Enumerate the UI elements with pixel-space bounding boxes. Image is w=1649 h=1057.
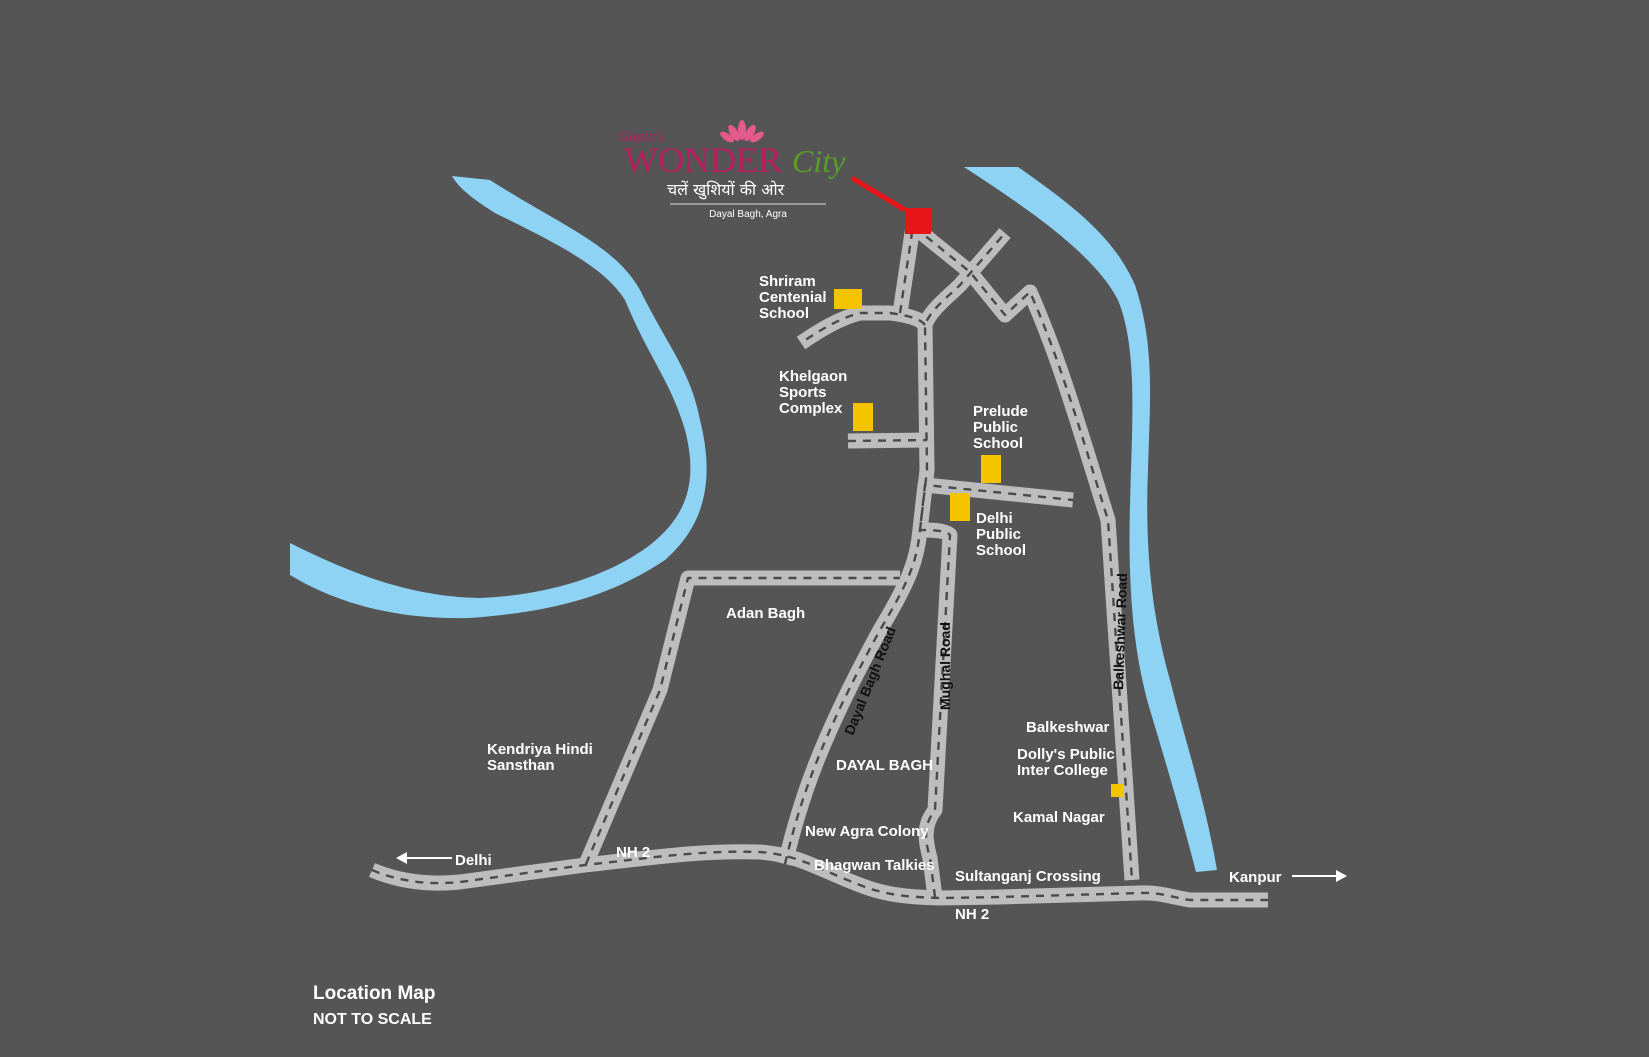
label-delhi-public-school: Delhi Public School (976, 510, 1026, 559)
logo-brand-main: WONDER (624, 140, 782, 180)
label-nh2-west: NH 2 (616, 844, 650, 861)
project-site-marker (905, 208, 931, 234)
label-direction-kanpur: Kanpur (1229, 869, 1282, 886)
label-bhagwan-talkies: Bhagwan Talkies (814, 857, 935, 874)
arrow-left-icon (396, 852, 452, 864)
khelgaon-marker (853, 403, 873, 431)
label-balkeshwar-road: Balkeshwar Road (1110, 573, 1130, 690)
shriram-school-marker (834, 289, 862, 309)
prelude-school-marker (981, 455, 1001, 483)
dps-marker (950, 493, 970, 521)
legend-subtitle: NOT TO SCALE (313, 1011, 432, 1028)
logo-location: Dayal Bagh, Agra (709, 209, 787, 220)
label-nh2-east: NH 2 (955, 906, 989, 923)
label-dayal-bagh: DAYAL BAGH (836, 757, 933, 774)
logo-tagline: चलें खुशियों की ओर (667, 180, 785, 200)
site-pointer (850, 175, 907, 213)
logo-brand-city: City (792, 143, 846, 179)
label-khelgaon: Khelgaon Sports Complex (779, 368, 852, 417)
logo-brand-small: Gupta's (618, 129, 665, 145)
label-mughal-road: Mughal Road (937, 622, 953, 710)
label-direction-delhi: Delhi (455, 852, 492, 869)
river-west (290, 176, 707, 619)
label-kamal-nagar: Kamal Nagar (1013, 809, 1105, 826)
road-markings (371, 224, 1268, 902)
arrow-right-icon (1292, 870, 1347, 882)
lotus-icon (720, 120, 764, 143)
label-new-agra-colony: New Agra Colony (805, 823, 929, 840)
label-prelude-school: Prelude Public School (973, 403, 1032, 452)
label-sultanganj-crossing: Sultanganj Crossing (955, 868, 1101, 885)
river-east (964, 167, 1217, 872)
label-adan-bagh: Adan Bagh (726, 605, 805, 622)
dollys-college-marker (1111, 784, 1124, 797)
label-dollys-college: Dolly's Public Inter College (1017, 746, 1119, 779)
legend-title: Location Map (313, 983, 435, 1004)
label-balkeshwar: Balkeshwar (1026, 719, 1110, 736)
label-kendriya-hindi-sansthan: Kendriya Hindi Sansthan (487, 741, 597, 774)
project-logo: Gupta's WONDER City चलें खुशियों की ओर D… (618, 120, 846, 220)
label-shriram-school: Shriram Centenial School (759, 273, 831, 322)
